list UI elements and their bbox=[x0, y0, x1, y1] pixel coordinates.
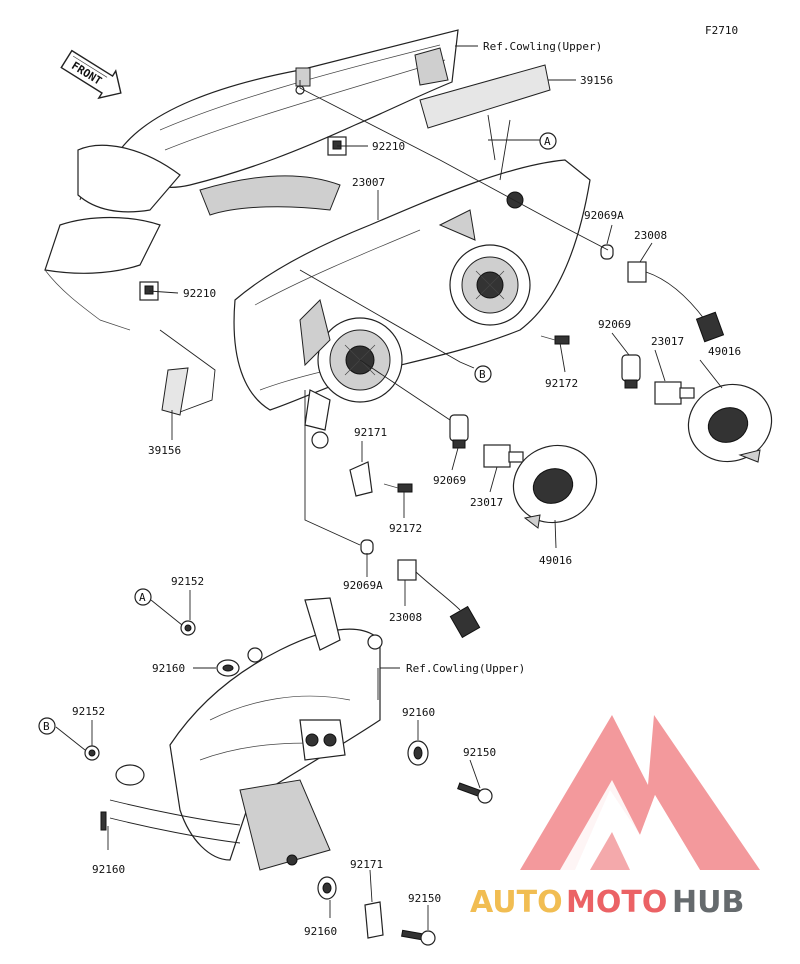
grommet-92160-1 bbox=[216, 659, 240, 677]
ref-cowling-upper-bottom: Ref.Cowling(Upper) bbox=[406, 662, 525, 675]
ref-cowling-upper-top: Ref.Cowling(Upper) bbox=[483, 40, 602, 53]
label-92171-upper: 92171 bbox=[354, 426, 387, 439]
socket-23017-upper bbox=[654, 381, 695, 405]
socket-23008-upper bbox=[627, 261, 725, 343]
label-23008-upper: 23008 bbox=[634, 229, 667, 242]
label-92210-lower: 92210 bbox=[183, 287, 216, 300]
label-39156-lower: 39156 bbox=[148, 444, 181, 457]
bulb-92069-upper bbox=[621, 354, 641, 389]
socket-23017-lower bbox=[483, 444, 524, 468]
leader-lines bbox=[55, 45, 723, 930]
watermark-moto: MOTO bbox=[566, 885, 667, 920]
headlight-stay-bracket bbox=[109, 597, 383, 871]
pad-39156-lower bbox=[161, 367, 189, 416]
bracket-92171-upper bbox=[349, 461, 373, 497]
callout-A-top: A bbox=[539, 132, 557, 150]
pad-39156-upper bbox=[419, 64, 551, 129]
callout-A-bottom: A bbox=[134, 588, 152, 606]
label-92160-1: 92160 bbox=[152, 662, 185, 675]
collar-92152-upper bbox=[180, 620, 196, 636]
bolt-92150-lower bbox=[401, 929, 436, 946]
watermark-hub: HUB bbox=[672, 885, 744, 920]
bulb-92069a-lower bbox=[360, 539, 374, 555]
label-92069a-upper: 92069A bbox=[584, 209, 624, 222]
label-92152-lower: 92152 bbox=[72, 705, 105, 718]
screw-92172-upper bbox=[540, 335, 570, 345]
bulb-92069a-upper bbox=[600, 244, 614, 260]
callout-B-bottom: B bbox=[38, 717, 56, 735]
label-92069a-lower: 92069A bbox=[343, 579, 383, 592]
screw-92172-lower bbox=[383, 483, 413, 493]
automotohub-logo bbox=[520, 715, 760, 870]
cover-49016-lower bbox=[512, 444, 598, 529]
label-49016-lower: 49016 bbox=[539, 554, 572, 567]
label-92160-3: 92160 bbox=[92, 863, 125, 876]
grommet-92160-3 bbox=[100, 811, 107, 831]
upper-cowling bbox=[44, 29, 459, 331]
label-23017-upper: 23017 bbox=[651, 335, 684, 348]
bolt-92150-upper bbox=[457, 782, 493, 804]
watermark-auto: AUTO bbox=[470, 885, 563, 920]
svg-text:B: B bbox=[479, 368, 486, 381]
svg-text:B: B bbox=[43, 720, 50, 733]
label-23008-lower: 23008 bbox=[389, 611, 422, 624]
diagram-id: F2710 bbox=[705, 24, 738, 37]
svg-text:A: A bbox=[544, 135, 551, 148]
label-92150-upper: 92150 bbox=[463, 746, 496, 759]
label-23017-lower: 23017 bbox=[470, 496, 503, 509]
label-92210-upper: 92210 bbox=[372, 140, 405, 153]
label-92171-lower: 92171 bbox=[350, 858, 383, 871]
svg-text:A: A bbox=[139, 591, 146, 604]
callout-B-top: B bbox=[474, 365, 492, 383]
grommet-92160-2 bbox=[407, 740, 429, 766]
label-92160-2: 92160 bbox=[402, 706, 435, 719]
label-92069-lower: 92069 bbox=[433, 474, 466, 487]
label-92069-upper: 92069 bbox=[598, 318, 631, 331]
label-92172-upper: 92172 bbox=[545, 377, 578, 390]
socket-23008-lower bbox=[397, 559, 481, 639]
label-39156-upper: 39156 bbox=[580, 74, 613, 87]
label-92172-lower: 92172 bbox=[389, 522, 422, 535]
label-92160-4: 92160 bbox=[304, 925, 337, 938]
cover-49016-upper bbox=[687, 383, 773, 463]
label-92150-lower: 92150 bbox=[408, 892, 441, 905]
label-92152-upper: 92152 bbox=[171, 575, 204, 588]
collar-92152-lower bbox=[84, 745, 100, 761]
front-arrow-icon: FRONT bbox=[60, 49, 122, 100]
label-23007: 23007 bbox=[352, 176, 385, 189]
label-49016-upper: 49016 bbox=[708, 345, 741, 358]
bracket-92171-lower bbox=[364, 901, 384, 939]
bulb-92069-lower bbox=[449, 414, 469, 449]
grommet-92160-4 bbox=[317, 876, 337, 900]
